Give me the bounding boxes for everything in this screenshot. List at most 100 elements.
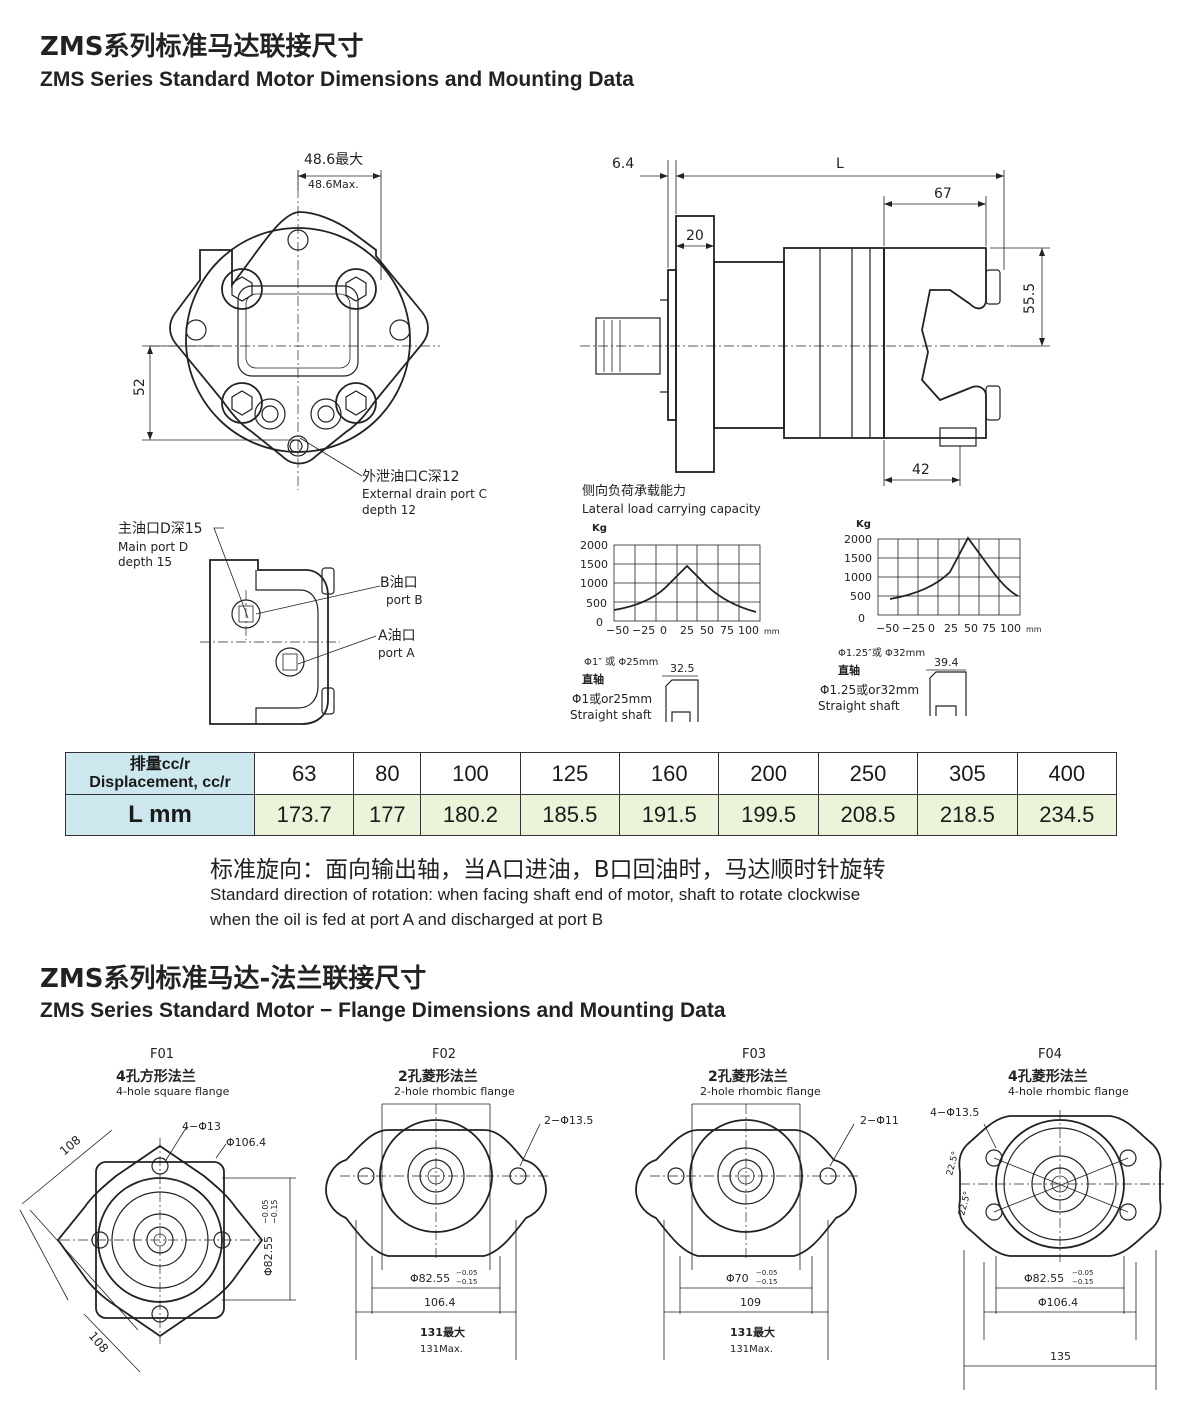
table-cell: 80 (353, 752, 422, 795)
chart2-x-0: 0 (928, 622, 935, 635)
dim-L: L (836, 156, 844, 172)
chart1-shaft-en: Straight shaft (570, 708, 652, 722)
f03-code: F03 (742, 1047, 766, 1062)
chart1-shaft-dim: 32.5 (670, 662, 695, 675)
f03-tol-up: −0.05 (756, 1269, 777, 1277)
chart2-shaft-dia-en: Φ1.25或or32mm (820, 683, 919, 697)
flange-drawings: F01 4孔方形法兰 4-hole square flange 108 108 … (19, 1047, 1164, 1390)
f03-width2-cn: 131最大 (730, 1325, 775, 1339)
table-cell: 191.5 (619, 794, 720, 836)
main-port-en1: Main port D (118, 540, 188, 554)
drain-port-cn: 外泄油口C深12 (362, 469, 460, 485)
f03-flange-drawing (635, 1103, 860, 1360)
front-view-drawing (142, 170, 440, 490)
f02-tol-dn: −0.15 (456, 1278, 477, 1286)
chart2-x-100: 100 (1000, 622, 1021, 635)
chart2-y-2000: 2000 (844, 533, 872, 546)
load-chart-1 (613, 544, 761, 622)
chart2-x-75: 75 (982, 622, 996, 635)
drain-port-en1: External drain port C (362, 487, 487, 501)
chart1-y-500: 500 (586, 597, 607, 610)
chart2-y-500: 500 (850, 590, 871, 603)
chart1-x--25: −25 (632, 624, 655, 637)
f04-tol-up: −0.05 (1072, 1269, 1093, 1277)
f01-side1: 108 (57, 1133, 84, 1158)
lateral-load-title-cn: 侧向负荷承载能力 (582, 483, 686, 499)
f02-flange-drawing (325, 1103, 550, 1360)
f02-pilot: Φ82.55 (410, 1272, 450, 1285)
chart1-x-75: 75 (720, 624, 734, 637)
chart1-x-unit: mm (764, 627, 780, 636)
dim-55-5: 55.5 (1022, 283, 1038, 314)
load-chart-2 (877, 536, 1021, 616)
f02-tol-up: −0.05 (456, 1269, 477, 1277)
table-cell: 400 (1016, 752, 1118, 795)
table-cell: 234.5 (1016, 794, 1118, 836)
f04-holes: 4−Φ13.5 (930, 1106, 979, 1119)
f02-width2-en: 131Max. (420, 1344, 463, 1355)
f04-en: 4-hole rhombic flange (1008, 1085, 1129, 1098)
table-cell: 250 (817, 752, 919, 795)
f01-flange-drawing (19, 1127, 296, 1373)
port-a-cn: A油口 (378, 628, 416, 644)
chart1-y-unit: Kg (592, 523, 607, 534)
chart2-shaft-cn: 直轴 (838, 663, 860, 677)
f03-width1: 109 (740, 1296, 761, 1309)
dim-48-6-cn: 48.6最大 (304, 152, 363, 168)
f01-pilot: Φ82.55 (262, 1236, 275, 1276)
rotation-note-en2: when the oil is fed at port A and discha… (210, 910, 604, 929)
f01-tol-dn: −0.15 (270, 1199, 279, 1224)
f03-tol-dn: −0.15 (756, 1278, 777, 1286)
chart1-y-1500: 1500 (580, 558, 608, 571)
chart1-y-0: 0 (596, 616, 603, 629)
f02-en: 2-hole rhombic flange (394, 1085, 515, 1098)
main-port-cn: 主油口D深15 (118, 521, 203, 537)
f02-width1: 106.4 (424, 1296, 456, 1309)
table-head-displacement: 排量cc/r Displacement, cc/r (65, 752, 255, 795)
f03-cn: 2孔菱形法兰 (708, 1068, 788, 1085)
f02-width2-cn: 131最大 (420, 1325, 465, 1339)
section2-title-en: ZMS Series Standard Motor − Flange Dimen… (40, 999, 726, 1022)
chart2-x-25: 25 (944, 622, 958, 635)
chart2-x-50: 50 (964, 622, 978, 635)
f04-bolt-circle: Φ106.4 (1038, 1296, 1078, 1309)
dim-67: 67 (934, 186, 952, 202)
dim-20: 20 (686, 228, 704, 244)
table-row-displacement: 排量cc/r Displacement, cc/r 63 80 100 125 … (65, 752, 1118, 795)
table-cell: 100 (420, 752, 521, 795)
chart2-y-1500: 1500 (844, 552, 872, 565)
f04-width: 135 (1050, 1350, 1071, 1363)
rotation-note-en1: Standard direction of rotation: when fac… (210, 885, 861, 904)
section1-title-en: ZMS Series Standard Motor Dimensions and… (40, 68, 634, 91)
chart2-x-unit: mm (1026, 625, 1042, 634)
chart1-x-100: 100 (738, 624, 759, 637)
f04-tol-dn: −0.15 (1072, 1278, 1093, 1286)
port-b-cn: B油口 (380, 575, 418, 591)
chart2-shaft-dim: 39.4 (934, 656, 959, 669)
f01-code: F01 (150, 1047, 174, 1062)
dim-42: 42 (912, 462, 930, 478)
side-view-drawing (580, 160, 1050, 486)
lateral-load-title-en: Lateral load carrying capacity (582, 502, 761, 516)
f03-pilot: Φ70 (726, 1272, 749, 1285)
f02-code: F02 (432, 1047, 456, 1062)
table-cell: 218.5 (917, 794, 1018, 836)
chart1-x-25: 25 (680, 624, 694, 637)
chart2-y-0: 0 (858, 612, 865, 625)
chart1-shaft-dia-en: Φ1或or25mm (572, 692, 652, 706)
dim-6-4: 6.4 (612, 156, 634, 172)
table-cell: 208.5 (817, 794, 919, 836)
chart1-shaft-cn: 直轴 (582, 672, 604, 686)
f02-cn: 2孔菱形法兰 (398, 1068, 478, 1085)
table-head-en: Displacement, cc/r (89, 773, 231, 791)
chart1-shaft-dia-cn: Φ1″ 或 Φ25mm (584, 656, 658, 668)
table-cell: 200 (718, 752, 819, 795)
chart1-x-50: 50 (700, 624, 714, 637)
table-head-length: L mm (65, 794, 255, 836)
main-port-en2: depth 15 (118, 555, 172, 569)
table-cell: 173.7 (253, 794, 355, 836)
dim-48-6-en: 48.6Max. (308, 178, 359, 191)
table-cell: 125 (519, 752, 621, 795)
table-cell: 305 (917, 752, 1018, 795)
chart2-shaft-sketch (926, 669, 967, 716)
